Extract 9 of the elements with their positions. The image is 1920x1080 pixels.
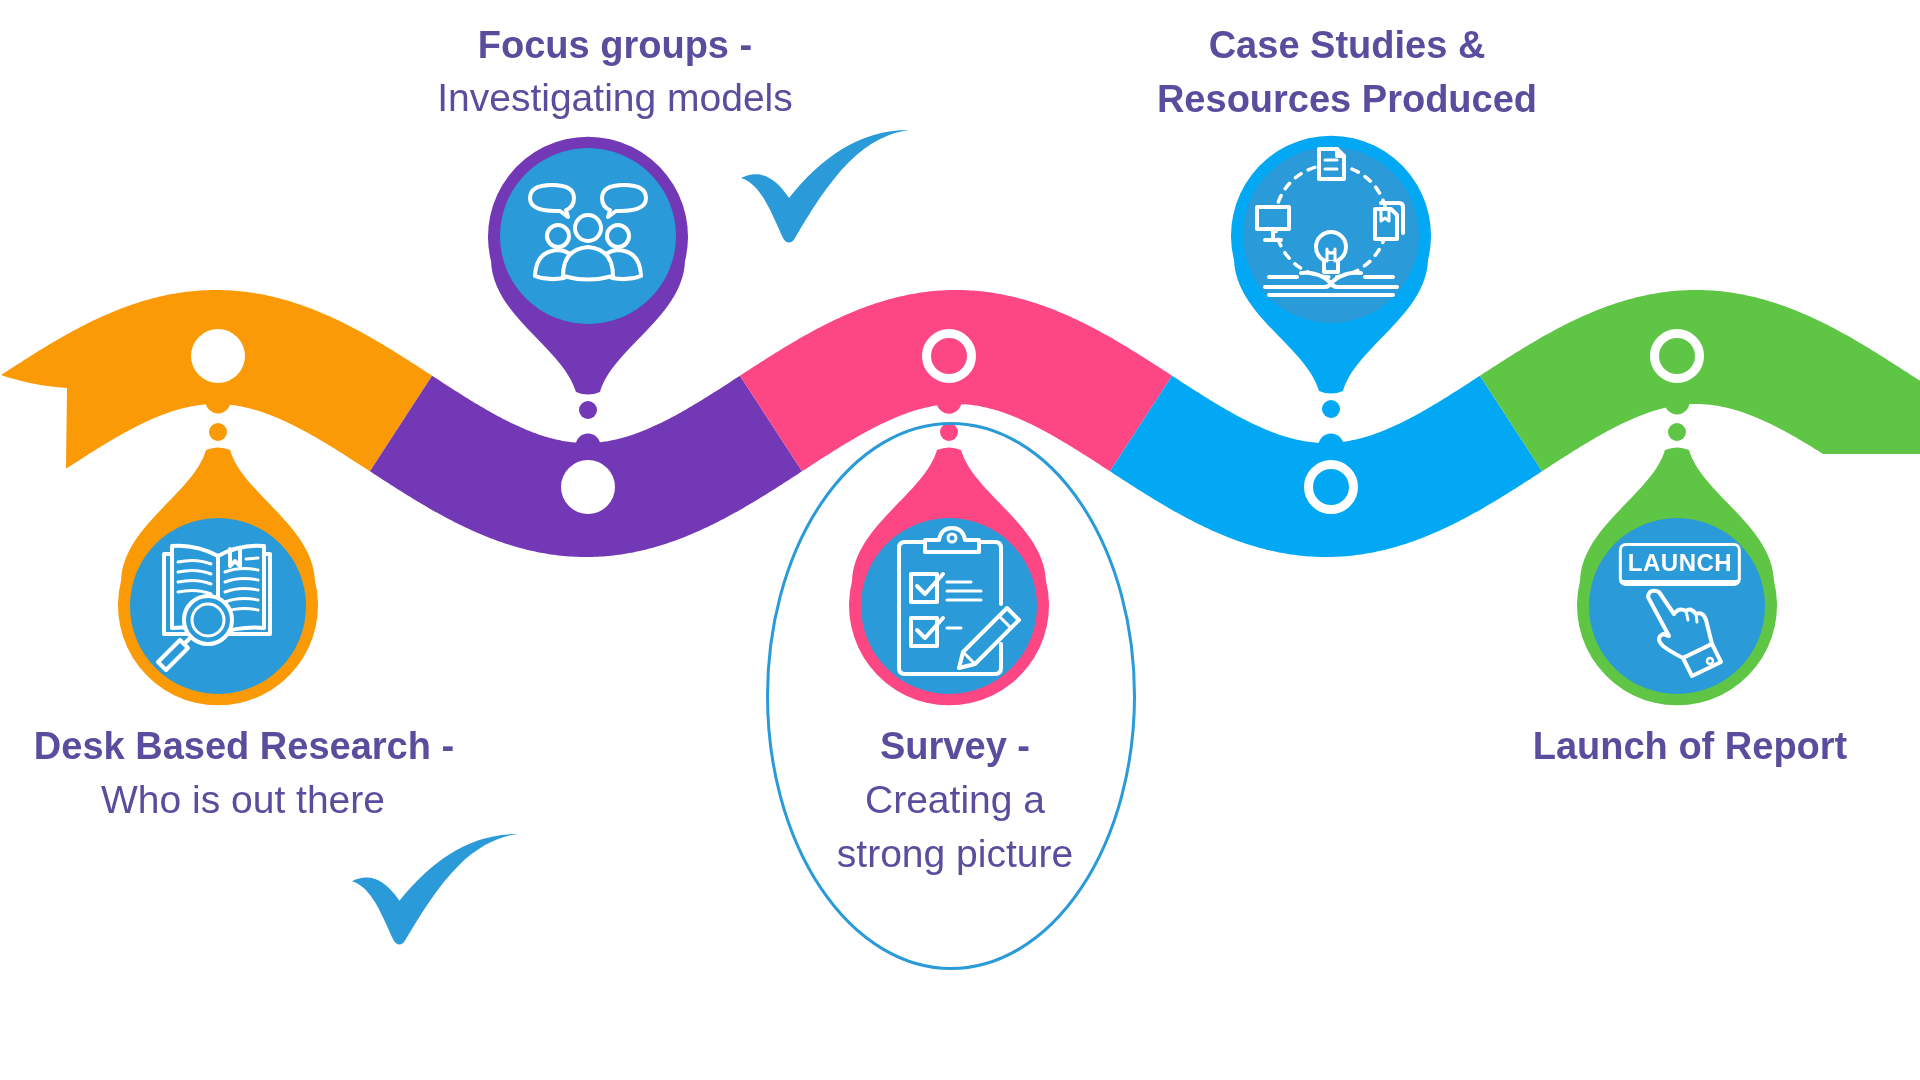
- step-heading: Survey -: [880, 724, 1030, 769]
- step-heading: Desk Based Research -: [33, 724, 455, 769]
- step-heading: Launch of Report: [1532, 724, 1848, 769]
- step-description: Who is out there: [101, 777, 385, 823]
- step-heading: Focus groups -: [477, 23, 753, 68]
- button-graphic: LAUNCH: [1618, 543, 1742, 586]
- step-heading: Case Studies & Resources Produced: [1155, 23, 1539, 122]
- step-description: Investigating models: [437, 75, 793, 121]
- step-description: Creating a strong picture: [835, 777, 1075, 877]
